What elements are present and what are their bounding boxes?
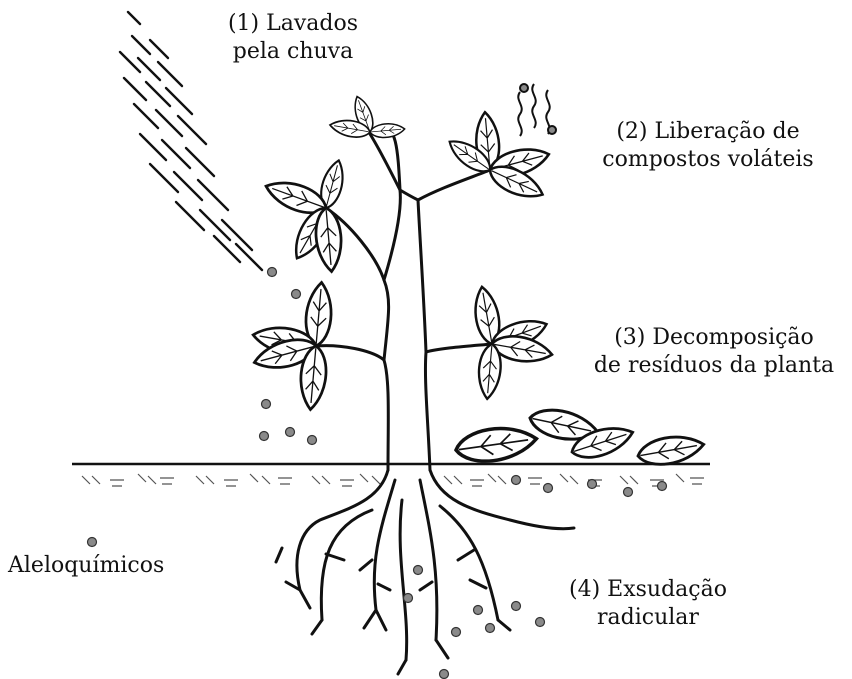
label-volatiles-line1: (2) Liberação de <box>578 118 838 146</box>
label-decomposition-line1: (3) Decomposição <box>574 324 852 352</box>
roots <box>276 470 574 674</box>
label-washed-line2: pela chuva <box>208 38 378 66</box>
label-volatiles-line2: compostos voláteis <box>578 146 838 174</box>
soil-surface <box>72 464 710 486</box>
label-decomposition-line2: de resíduos da planta <box>574 352 852 380</box>
legend-allelochemicals: Aleloquímicos <box>8 552 208 580</box>
label-root-exudation: (4) Exsudação radicular <box>548 576 748 632</box>
vapor-wisps-icon <box>518 84 556 136</box>
label-exudation-line1: (4) Exsudação <box>548 576 748 604</box>
label-washed-line1: (1) Lavados <box>208 10 378 38</box>
label-washed-by-rain: (1) Lavados pela chuva <box>208 10 378 66</box>
allelochemical-dot-icon <box>88 538 97 547</box>
label-volatile-release: (2) Liberação de compostos voláteis <box>578 118 838 174</box>
fallen-leaves <box>454 405 706 469</box>
label-decomposition: (3) Decomposição de resíduos da planta <box>574 324 852 380</box>
label-exudation-line2: radicular <box>548 604 748 632</box>
plant-leaves <box>251 94 554 411</box>
